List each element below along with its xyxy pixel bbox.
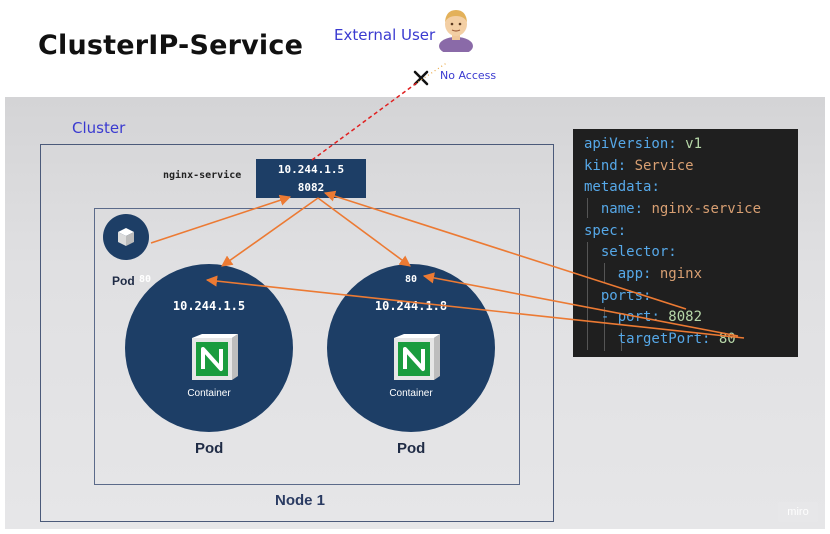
pod-ip: 10.244.1.8 — [374, 299, 448, 313]
yaml-line: selector: — [600, 244, 677, 260]
external-user-label: External User — [334, 26, 436, 44]
indent-guide — [621, 329, 622, 351]
small-pod-label: Pod — [112, 274, 135, 288]
service-name: nginx-service — [163, 170, 242, 181]
nginx-icon — [394, 334, 440, 380]
pod-port: 80 — [404, 274, 418, 285]
service-port: 8082 — [297, 181, 325, 194]
yaml-line: apiVersion: v1 — [584, 136, 703, 152]
yaml-line: spec: — [584, 223, 627, 239]
page-title: ClusterIP-Service — [38, 30, 304, 61]
yaml-line: kind: Service — [584, 158, 694, 174]
small-pod — [103, 214, 149, 260]
yaml-line: metadata: — [584, 179, 660, 195]
person-icon — [439, 10, 473, 52]
no-access-label: No Access — [440, 69, 497, 82]
pod-2-label: Pod — [397, 440, 426, 457]
cluster-label: Cluster — [72, 119, 126, 137]
nginx-icon — [192, 334, 238, 380]
yaml-line: - port: 8082 — [600, 309, 703, 325]
node-label: Node 1 — [274, 492, 325, 509]
yaml-code-panel: apiVersion: v1 kind: Service metadata: n… — [573, 129, 798, 357]
miro-watermark: miro — [778, 502, 818, 522]
container-label: Container — [187, 388, 231, 399]
pod-ip: 10.244.1.5 — [172, 299, 246, 313]
service-ip: 10.244.1.5 — [277, 163, 345, 176]
service-box: 10.244.1.5 8082 — [256, 159, 366, 198]
cube-icon — [118, 228, 134, 246]
container-label: Container — [389, 388, 433, 399]
pod-2: 80 10.244.1.8 Container — [327, 264, 495, 432]
pod-1-label: Pod — [195, 440, 224, 457]
pod-port: 80 — [138, 274, 152, 285]
yaml-line: name: nginx-service — [600, 201, 762, 217]
yaml-line: ports: — [600, 288, 652, 304]
yaml-line: targetPort: 80 — [617, 331, 736, 347]
pod-1: 80 10.244.1.5 Container — [125, 264, 293, 432]
x-icon — [413, 70, 429, 86]
yaml-line: app: nginx — [617, 266, 703, 282]
